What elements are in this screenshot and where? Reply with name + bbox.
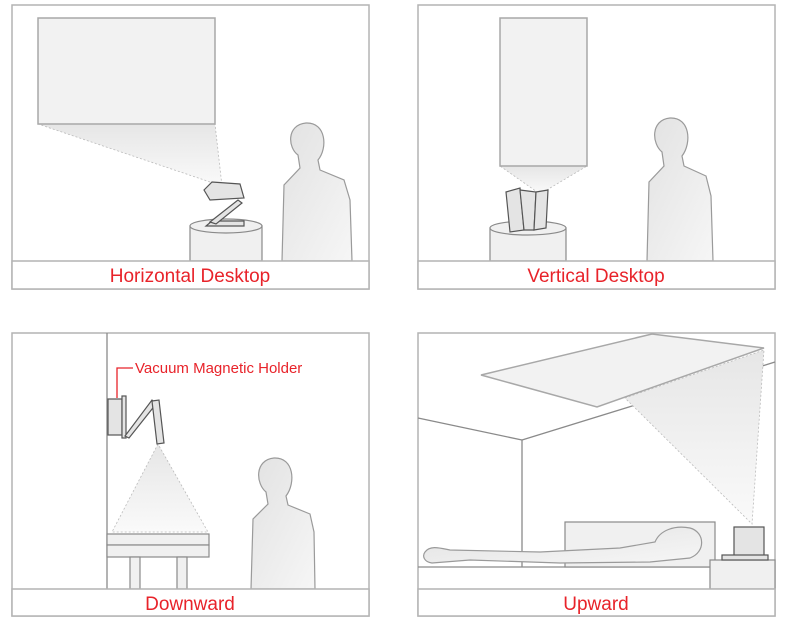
panel-downward: Vacuum Magnetic Holder Downward — [11, 332, 370, 617]
panel-caption: Vertical Desktop — [527, 266, 664, 287]
projection-beam — [498, 165, 589, 195]
panel-upward: Upward — [417, 332, 776, 617]
caption-bar — [417, 588, 776, 617]
projected-screen-ceiling — [480, 333, 765, 408]
projector-device — [203, 181, 245, 227]
table — [106, 533, 210, 590]
panel-horizontal-desktop: Horizontal Desktop — [11, 4, 370, 290]
projector-device — [505, 187, 549, 233]
upward-projector — [721, 526, 769, 561]
projected-screen — [37, 17, 216, 125]
panel-caption: Horizontal Desktop — [110, 266, 271, 287]
caption-bar — [417, 260, 776, 290]
person-silhouette — [281, 122, 353, 262]
panel-frame — [417, 4, 776, 290]
projected-screen — [499, 17, 588, 167]
lying-person-silhouette — [423, 526, 703, 564]
annotation-leader-line — [116, 367, 133, 398]
caption-bar — [11, 260, 370, 290]
caption-bar — [11, 588, 370, 617]
panel-caption: Downward — [145, 594, 235, 615]
panel-vertical-desktop: Vertical Desktop — [417, 4, 776, 290]
nightstand — [709, 559, 776, 590]
projection-beam — [111, 443, 209, 533]
panel-caption: Upward — [563, 594, 628, 615]
wall-mounted-projector — [107, 395, 165, 445]
person-silhouette — [646, 117, 714, 262]
vacuum-magnetic-holder-label: Vacuum Magnetic Holder — [135, 360, 302, 377]
person-silhouette — [250, 457, 316, 590]
projection-beam — [624, 349, 765, 525]
